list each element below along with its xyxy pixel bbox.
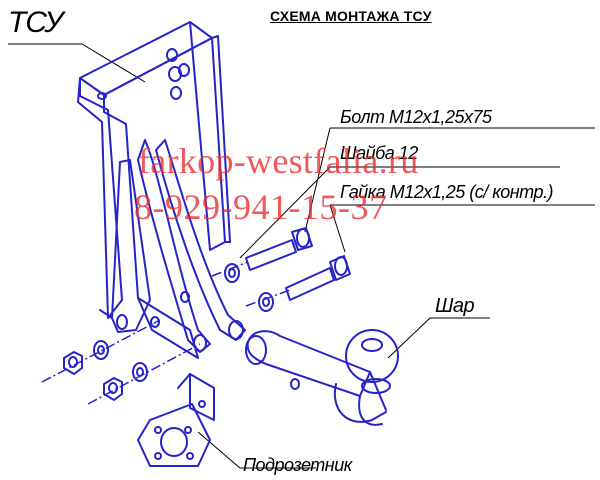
label-washer: Шайба 12 — [340, 143, 418, 163]
tsu-lower-plate — [137, 297, 199, 359]
ball-mount — [245, 329, 399, 426]
parts — [63, 21, 399, 467]
ball-leader — [387, 317, 490, 359]
tsu-main-bracket — [77, 21, 231, 319]
socket-bracket-part — [137, 373, 215, 467]
watermark-site: farkop-westfalia.ru — [138, 141, 419, 181]
socket-leader — [197, 431, 316, 469]
nut-upper-left — [63, 351, 83, 375]
tsu-leader — [8, 43, 146, 83]
watermark-phone: 8-929-941-15-37 — [134, 187, 388, 227]
leader-lines — [8, 43, 595, 469]
label-tsu: ТСУ — [8, 6, 63, 39]
tsu-left-strap — [99, 159, 151, 333]
washer-lower-left — [132, 362, 148, 382]
washer-leader — [239, 166, 331, 259]
diagram-title: СХЕМА МОНТАЖА ТСУ — [270, 8, 432, 24]
label-socket-bracket: Подрозетник — [243, 455, 352, 475]
tsu-right-arm — [155, 139, 246, 341]
tsu-plate-holes — [97, 48, 190, 100]
washer-lower — [258, 292, 274, 312]
bolt-upper — [245, 227, 313, 271]
washer-upper-left — [93, 340, 109, 360]
bolt-lower — [285, 255, 351, 301]
label-ball: Шар — [435, 295, 475, 317]
nut-lower-left — [103, 377, 123, 401]
nut-leader — [329, 204, 346, 253]
label-nut: Гайка М12х1,25 (с/ контр.) — [340, 182, 553, 202]
centre-lines — [41, 261, 291, 405]
label-bolt: Болт М12х1,25х75 — [340, 107, 492, 127]
